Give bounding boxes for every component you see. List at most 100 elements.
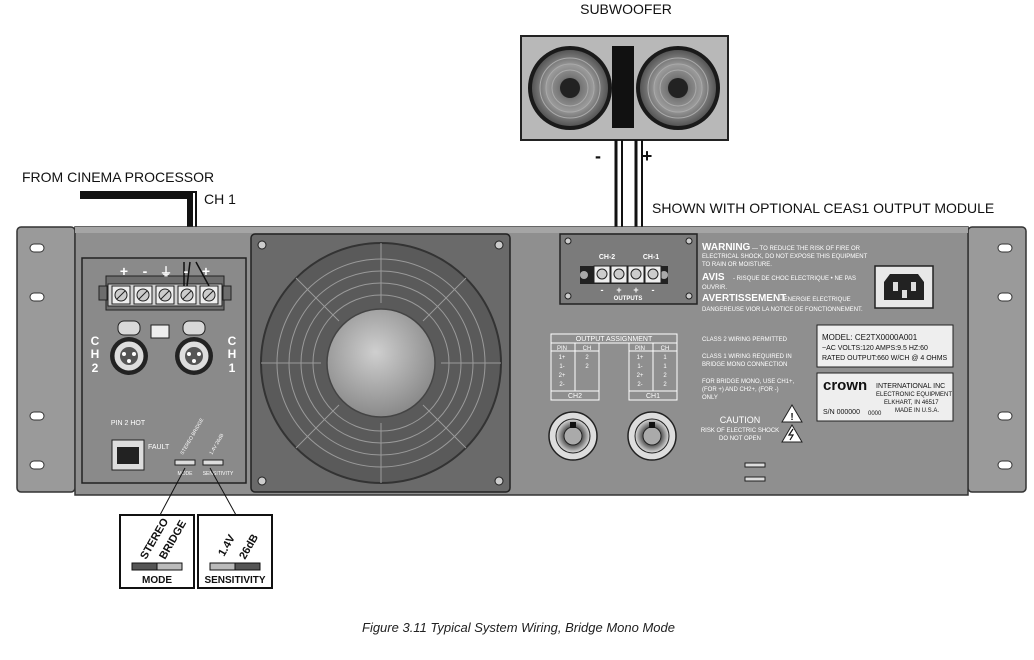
input-panel: + - ⏚ - + C H 2 C H 1 PIN 2 HOT FAULT ST… <box>81 257 247 484</box>
brand-line-4: MADE IN U.S.A. <box>895 408 939 414</box>
power-inlet <box>874 265 934 309</box>
ch1-row-4-ch: 2 <box>663 382 667 388</box>
warning-text-3: TO RAIN OR MOISTURE. <box>702 262 772 268</box>
bridge-note-1: FOR BRIDGE MONO, USE CH1+, <box>702 379 795 385</box>
terminal-screw-5 <box>199 285 219 305</box>
bridge-note-2: (FOR +) AND CH2+, (FOR -) <box>702 387 779 393</box>
ch2-letter-2: H <box>91 347 100 361</box>
model-plate: MODEL: CE2TX0000A001 ~AC VOLTS:120 AMPS:… <box>816 324 954 368</box>
speakon-output-ch2 <box>548 411 598 461</box>
output-assignment: OUTPUT ASSIGNMENT PIN CH 1+ 2 1- 2 2+ 2-… <box>550 333 678 401</box>
xlr-input-ch1 <box>175 337 213 375</box>
mode-callout: STEREO BRIDGE MODE <box>119 514 195 589</box>
ch2-header-pin: PIN <box>557 346 567 352</box>
caution-text-2: DO NOT OPEN <box>719 436 761 442</box>
pin2-hot-label: PIN 2 HOT <box>111 420 146 427</box>
output-screw-1 <box>593 265 611 284</box>
ch1-row-3-pin: 2+ <box>637 373 644 379</box>
sensitivity-callout: 1.4V 26dB SENSITIVITY <box>197 514 273 589</box>
warning-triangle-icon: ! <box>781 404 803 423</box>
term-sign-5: + <box>202 263 210 279</box>
ch1-row-1-pin: 1+ <box>637 355 644 361</box>
xlr-input-ch2 <box>110 337 148 375</box>
class1-note-1: CLASS 1 WIRING REQUIRED IN <box>702 354 792 360</box>
ch2-row-2-ch: 2 <box>585 364 589 370</box>
wiring-notes: CLASS 2 WIRING PERMITTED CLASS 1 WIRING … <box>701 337 795 442</box>
avis-title: AVIS <box>702 272 725 283</box>
callout-sensitivity-label: SENSITIVITY <box>204 575 265 586</box>
panel-sensitivity-label: SENSITIVITY <box>203 471 234 477</box>
ch2-row-3-pin: 2+ <box>559 373 566 379</box>
brand-line-2: ELECTRONIC EQUIPMENT <box>876 392 952 398</box>
module-sign-2: + <box>616 285 621 295</box>
model-line-2: ~AC VOLTS:120 AMPS:9.5 HZ:60 <box>822 345 928 352</box>
input-terminal-block <box>107 283 223 307</box>
panel-mode-label: MODE <box>178 471 194 477</box>
terminal-screw-2 <box>133 285 153 305</box>
ch1-letter-3: 1 <box>229 361 236 375</box>
callout-mode-label: MODE <box>142 575 172 586</box>
term-sign-1: + <box>120 263 128 279</box>
ch2-row-1-ch: 2 <box>585 355 589 361</box>
ch2-row-4-pin: 2- <box>559 382 564 388</box>
from-processor-label: FROM CINEMA PROCESSOR <box>22 169 214 185</box>
avert-title: AVERTISSEMENT <box>702 293 786 304</box>
crown-logo-icon <box>150 324 170 339</box>
module-sign-3: + <box>633 285 638 295</box>
ch1-table-label: CH1 <box>646 393 660 400</box>
serial-number: S/N 000000 <box>823 409 860 416</box>
caution-title: CAUTION <box>720 415 761 425</box>
module-sign-1: - <box>601 285 604 295</box>
slot-icon <box>744 476 766 482</box>
module-outputs-label: OUTPUTS <box>614 296 643 302</box>
svg-text:!: ! <box>790 412 793 423</box>
module-ch2-label: CH-2 <box>599 254 615 261</box>
subwoofer <box>520 35 729 141</box>
ch1-row-4-pin: 2- <box>637 382 642 388</box>
ch1-letter-1: C <box>228 334 237 348</box>
fan-hub <box>326 308 436 418</box>
model-line-1: MODEL: CE2TX0000A001 <box>822 333 918 342</box>
avis-text-1: - RISQUE DE CHOC ELECTRIQUE • NE PAS <box>733 276 856 282</box>
rack-ear-left <box>16 226 76 493</box>
class2-note: CLASS 2 WIRING PERMITTED <box>702 337 788 343</box>
warning-text-2: ELECTRICAL SHOCK, DO NOT EXPOSE THIS EQU… <box>702 254 868 260</box>
optional-module-label: SHOWN WITH OPTIONAL CEAS1 OUTPUT MODULE <box>652 200 994 216</box>
class1-note-2: BRIDGE MONO CONNECTION <box>702 362 787 368</box>
slot-icon <box>744 462 766 468</box>
module-ch1-label: CH-1 <box>643 254 659 261</box>
ch1-row-3-ch: 2 <box>663 373 667 379</box>
avert-text-1: - ENERGIE ELECTRIQUE <box>780 297 851 303</box>
term-sign-3: ⏚ <box>160 265 172 279</box>
sub-minus-label: - <box>595 146 601 166</box>
ch1-row-2-ch: 1 <box>663 364 667 370</box>
subwoofer-label: SUBWOOFER <box>580 1 672 17</box>
ch2-row-1-pin: 1+ <box>559 355 566 361</box>
mode-switch <box>174 459 196 466</box>
terminal-screw-4 <box>177 285 197 305</box>
woofer-right <box>636 46 720 130</box>
warning-title: WARNING <box>702 242 751 253</box>
fault-label: FAULT <box>148 444 170 451</box>
ch1-assignment-table: PIN CH 1+ 1 1- 1 2+ 2 2- 2 CH1 <box>628 342 678 401</box>
ch1-header-pin: PIN <box>635 346 645 352</box>
term-sign-2: - <box>143 263 148 279</box>
module-sign-4: - <box>652 285 655 295</box>
speakon-output-ch1 <box>627 411 677 461</box>
output-module: CH-2 CH-1 - + + - OUTPUTS <box>559 233 698 305</box>
ch2-assignment-table: PIN CH 1+ 2 1- 2 2+ 2- CH2 <box>550 342 600 401</box>
ch1-letter-2: H <box>228 347 237 361</box>
cooling-fan <box>250 233 511 493</box>
ch2-row-2-pin: 1- <box>559 364 564 370</box>
fault-rj-jack <box>111 439 145 471</box>
bridge-note-3: ONLY <box>702 395 718 401</box>
output-screw-3 <box>627 265 645 284</box>
output-screw-2 <box>610 265 628 284</box>
ch2-letter-3: 2 <box>92 361 99 375</box>
caution-text-1: RISK OF ELECTRIC SHOCK <box>701 428 779 434</box>
shock-triangle-icon <box>781 424 803 443</box>
avert-text-2: DANGEREUSE VIOR LA NOTICE DE FONCTIONNEM… <box>702 307 863 313</box>
term-sign-4: - <box>184 263 189 279</box>
